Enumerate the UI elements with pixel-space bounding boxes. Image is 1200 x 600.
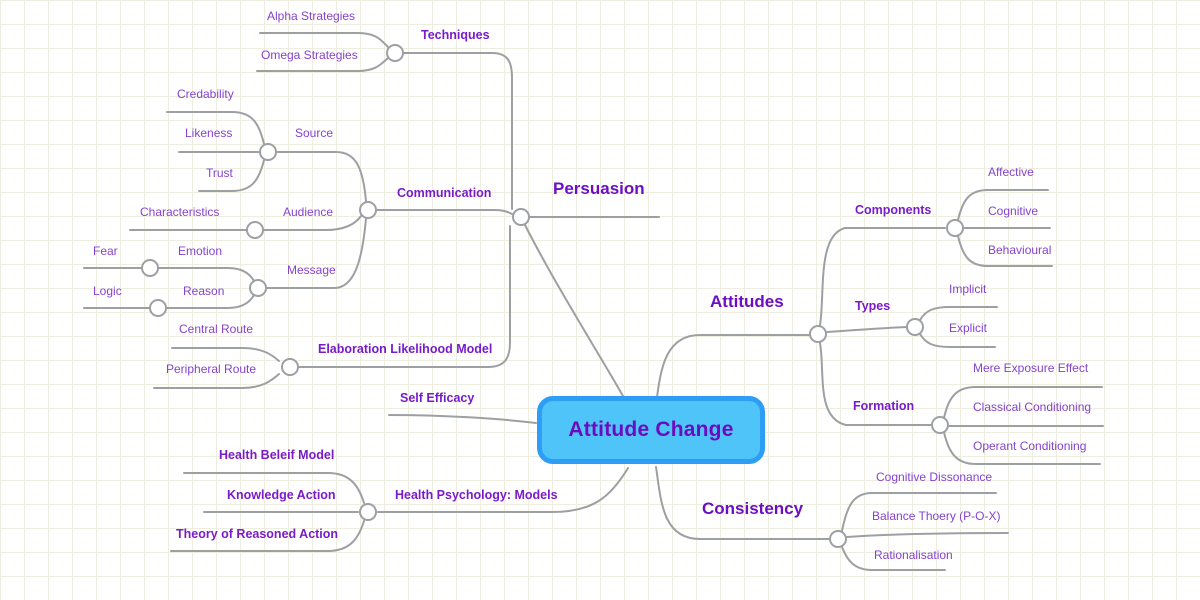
node-reason[interactable]: Reason xyxy=(183,284,225,298)
edge xyxy=(153,373,280,389)
edge xyxy=(656,334,810,398)
node-message[interactable]: Message xyxy=(287,263,336,277)
edge xyxy=(943,386,1103,419)
junction-dot xyxy=(281,358,299,376)
node-health-psychology-models[interactable]: Health Psychology: Models xyxy=(395,488,558,502)
root-node-label: Attitude Change xyxy=(568,418,734,441)
node-fear[interactable]: Fear xyxy=(93,244,118,258)
node-knowledge-action[interactable]: Knowledge Action xyxy=(227,488,336,502)
edge xyxy=(262,215,362,231)
node-audience[interactable]: Audience xyxy=(283,205,334,219)
junction-dot xyxy=(249,279,267,297)
edge xyxy=(919,333,996,348)
edge xyxy=(166,111,265,145)
edge xyxy=(171,347,280,362)
edge xyxy=(170,520,365,552)
edge xyxy=(183,472,365,504)
node-logic[interactable]: Logic xyxy=(93,284,122,298)
edge xyxy=(259,32,389,48)
node-central-route[interactable]: Central Route xyxy=(179,322,254,336)
edge xyxy=(157,267,255,282)
node-persuasion[interactable]: Persuasion xyxy=(553,179,645,198)
junction-dot xyxy=(359,503,377,521)
edge xyxy=(256,57,389,72)
node-credability[interactable]: Credability xyxy=(177,87,234,101)
root-node-attitude-change[interactable]: Attitude Change xyxy=(537,396,765,464)
node-self-efficacy[interactable]: Self Efficacy xyxy=(400,391,475,405)
node-explicit[interactable]: Explicit xyxy=(949,321,988,335)
node-types[interactable]: Types xyxy=(855,299,891,313)
node-affective[interactable]: Affective xyxy=(988,165,1034,179)
edge xyxy=(943,431,1101,465)
edge xyxy=(297,225,511,368)
junction-dot xyxy=(359,201,377,219)
node-alpha-strategies[interactable]: Alpha Strategies xyxy=(267,9,356,23)
junction-dot xyxy=(512,208,530,226)
node-emotion[interactable]: Emotion xyxy=(178,244,223,258)
edge xyxy=(957,235,1053,267)
node-theory-of-reasoned-action[interactable]: Theory of Reasoned Action xyxy=(176,527,339,541)
junction-dot xyxy=(149,299,167,317)
node-formation[interactable]: Formation xyxy=(853,399,915,413)
node-rationalisation[interactable]: Rationalisation xyxy=(874,548,953,562)
edge xyxy=(819,227,946,326)
edge xyxy=(165,294,255,309)
node-mere-exposure-effect[interactable]: Mere Exposure Effect xyxy=(973,361,1089,375)
edge xyxy=(957,189,1049,221)
node-likeness[interactable]: Likeness xyxy=(185,126,233,140)
node-source[interactable]: Source xyxy=(295,126,334,140)
node-communication[interactable]: Communication xyxy=(397,186,492,200)
junction-dot xyxy=(386,44,404,62)
node-omega-strategies[interactable]: Omega Strategies xyxy=(261,48,358,62)
node-cognitive-dissonance[interactable]: Cognitive Dissonance xyxy=(876,470,993,484)
node-trust[interactable]: Trust xyxy=(206,166,233,180)
node-techniques[interactable]: Techniques xyxy=(421,28,490,42)
node-operant-conditioning[interactable]: Operant Conditioning xyxy=(973,439,1087,453)
junction-dot xyxy=(946,219,964,237)
junction-dot xyxy=(829,530,847,548)
node-elaboration-likelihood-model[interactable]: Elaboration Likelihood Model xyxy=(318,342,493,356)
edge xyxy=(388,414,537,424)
junction-dot xyxy=(246,221,264,239)
edge xyxy=(846,532,1009,538)
edge xyxy=(377,467,629,513)
node-consistency[interactable]: Consistency xyxy=(702,499,804,518)
edge xyxy=(826,326,907,333)
node-classical-conditioning[interactable]: Classical Conditioning xyxy=(973,400,1092,414)
edge xyxy=(198,159,265,192)
node-behavioural[interactable]: Behavioural xyxy=(988,243,1052,257)
node-health-beleif-model[interactable]: Health Beleif Model xyxy=(219,448,335,462)
edge xyxy=(841,492,997,532)
edge xyxy=(402,52,513,210)
node-implicit[interactable]: Implicit xyxy=(949,282,987,296)
junction-dot xyxy=(259,143,277,161)
edge xyxy=(841,546,946,571)
edge xyxy=(919,306,998,321)
junction-dot xyxy=(906,318,924,336)
edge xyxy=(375,209,515,216)
edge xyxy=(265,218,367,289)
node-attitudes[interactable]: Attitudes xyxy=(710,292,784,311)
node-components[interactable]: Components xyxy=(855,203,932,217)
junction-dot xyxy=(931,416,949,434)
node-cognitive[interactable]: Cognitive xyxy=(988,204,1039,218)
edge xyxy=(275,151,367,202)
node-peripheral-route[interactable]: Peripheral Route xyxy=(166,362,257,376)
junction-dot xyxy=(141,259,159,277)
node-characteristics[interactable]: Characteristics xyxy=(140,205,220,219)
junction-dot xyxy=(809,325,827,343)
edge xyxy=(819,342,932,426)
node-balance-thoery-pox[interactable]: Balance Thoery (P-O-X) xyxy=(872,509,1001,523)
edge xyxy=(655,466,830,540)
edge xyxy=(524,224,624,397)
